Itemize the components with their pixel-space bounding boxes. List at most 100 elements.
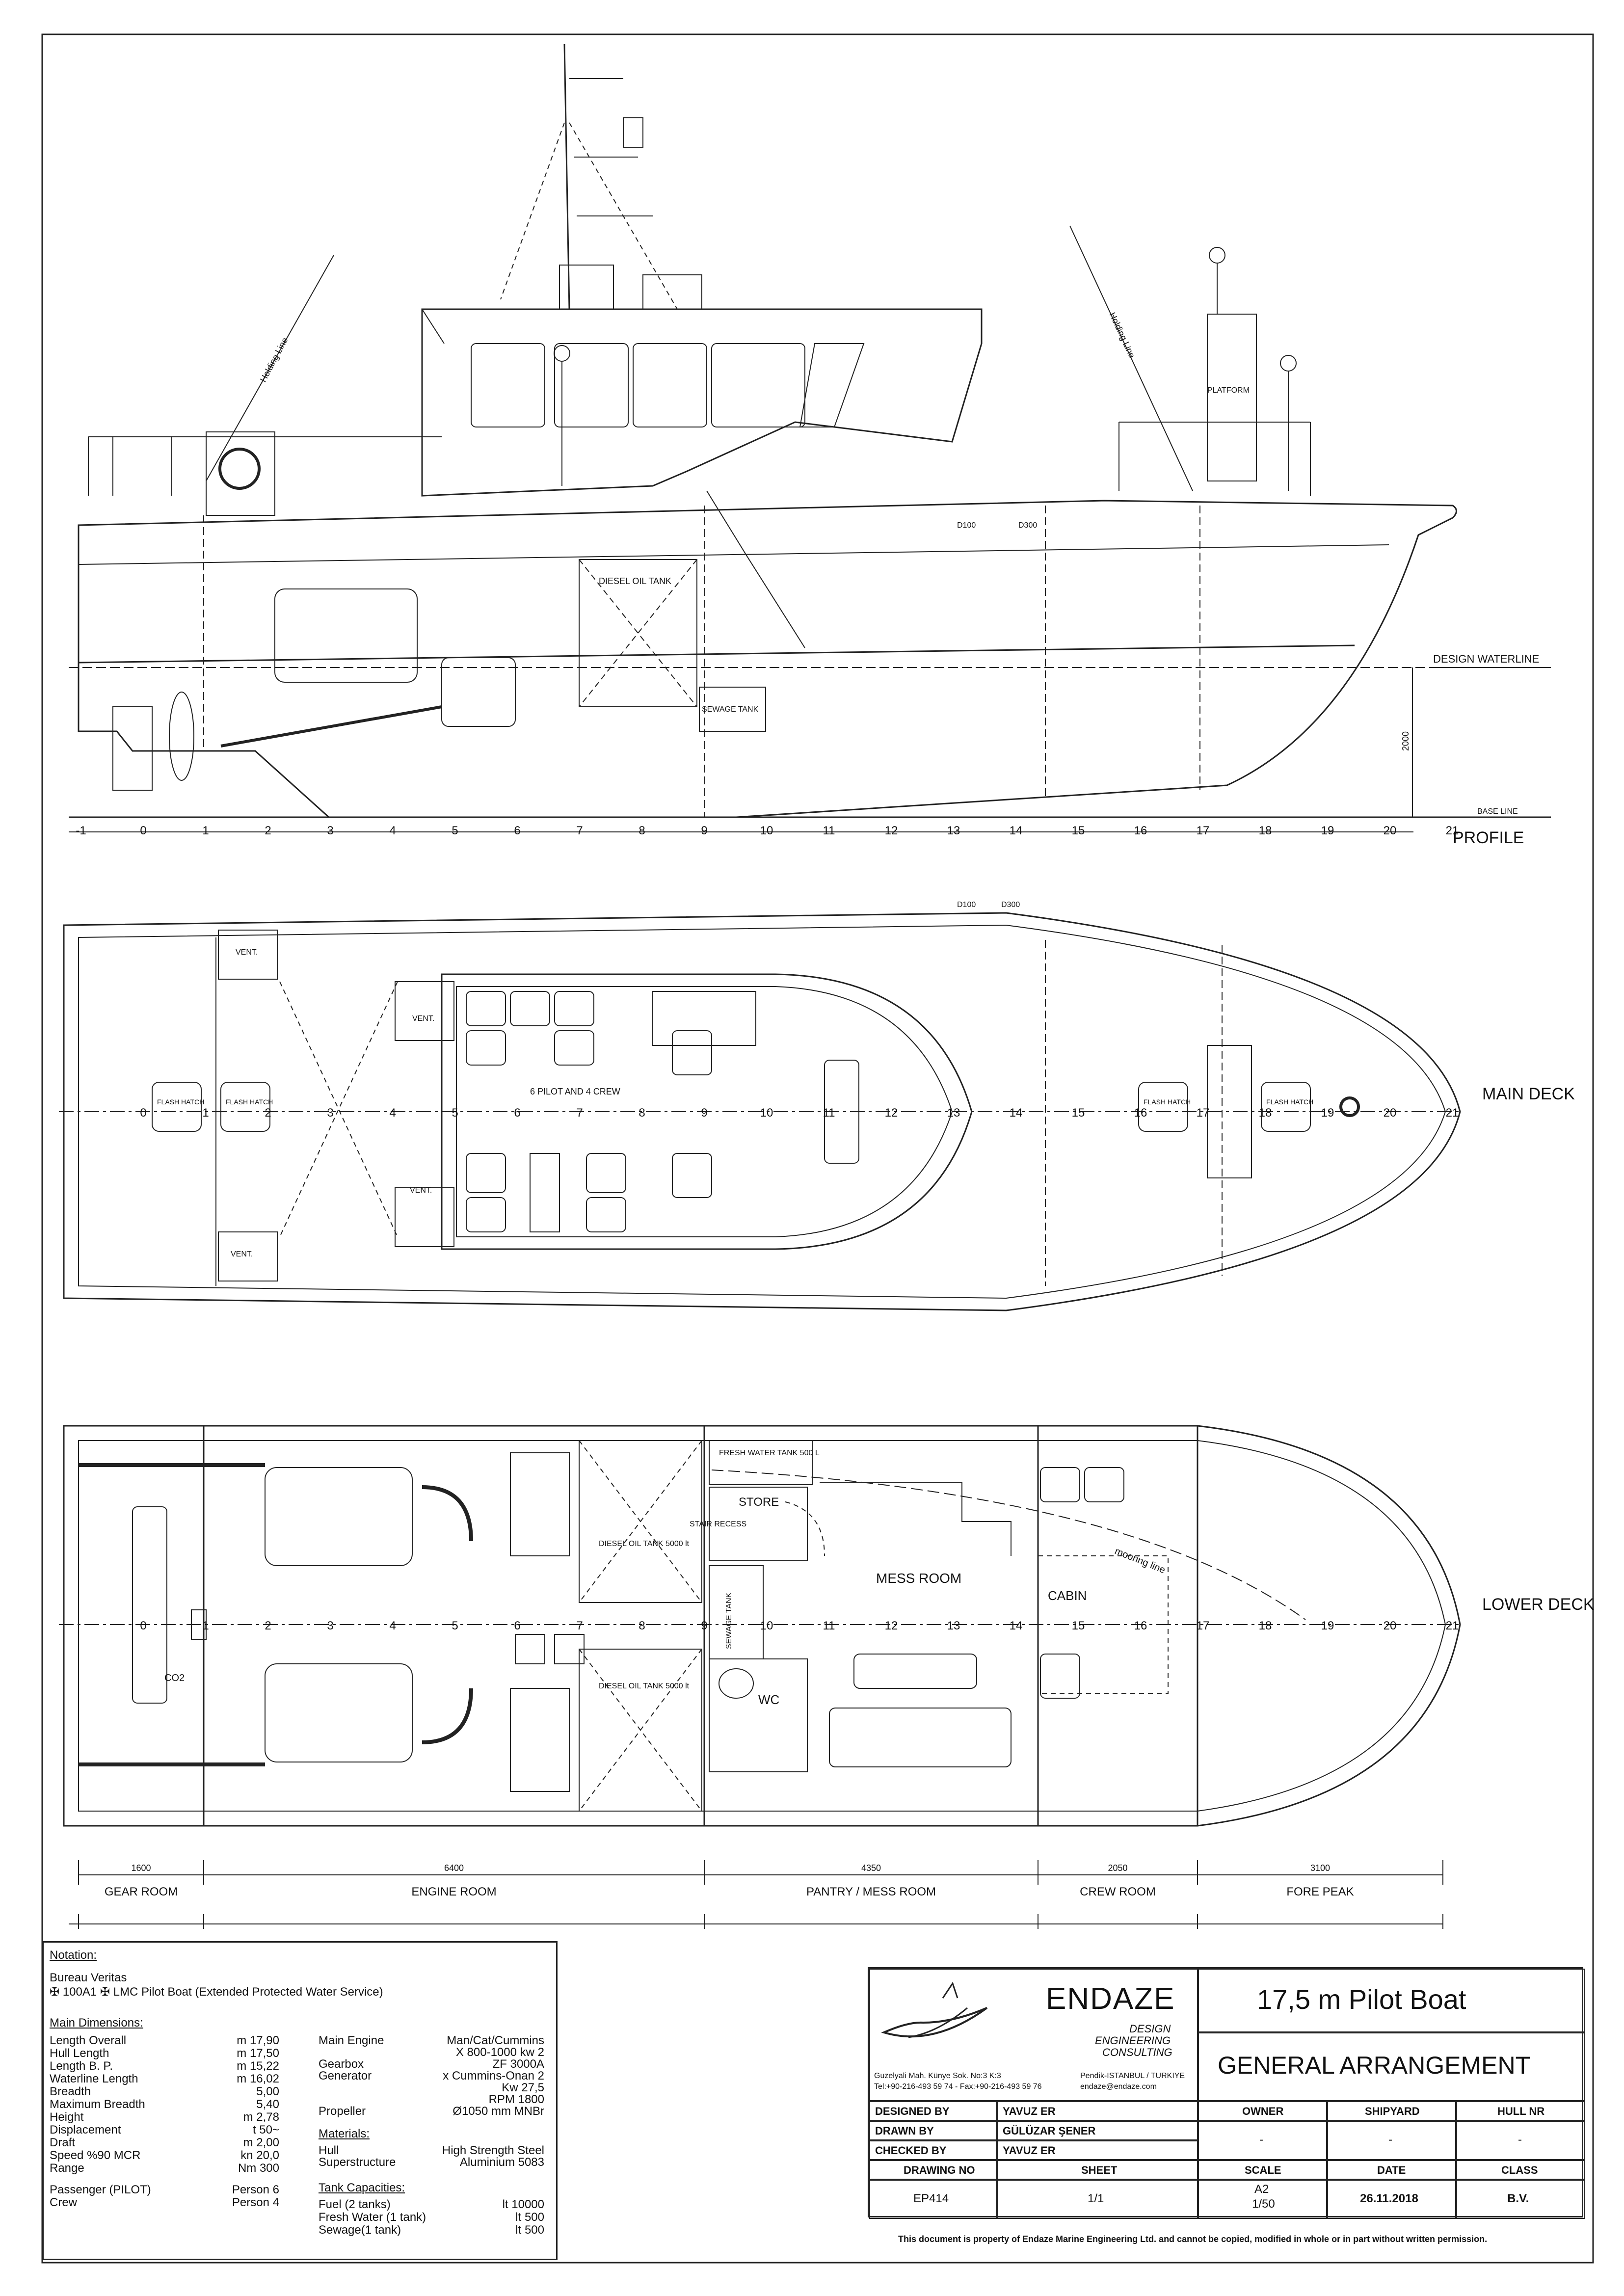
- frame-number: 9: [701, 1106, 707, 1120]
- frame-number: 15: [1072, 1619, 1085, 1632]
- drawing-no-value: EP414: [913, 2192, 949, 2205]
- owner-label: OWNER: [1242, 2105, 1284, 2117]
- disclaimer-text: This document is property of Endaze Mari…: [898, 2234, 1488, 2244]
- pilot-platform: [1207, 314, 1257, 481]
- frame-number: 14: [1010, 1106, 1023, 1120]
- co2-label: CO2: [164, 1673, 185, 1683]
- frame-number: 17: [1197, 1619, 1210, 1632]
- anchor-fitting: [1339, 1096, 1360, 1117]
- profile-generator: [441, 657, 516, 727]
- notation-panel: Notation: Bureau Veritas ✠ 100A1 ✠ LMC P…: [42, 1941, 558, 2260]
- main-d300-label: D300: [1001, 901, 1020, 909]
- main-deck-wheelhouse-inner: [456, 986, 953, 1237]
- compartment-length: 1600: [131, 1863, 151, 1873]
- wheelhouse-window-1: [471, 343, 545, 427]
- spec-label: Propeller: [319, 2105, 366, 2118]
- toilet: [719, 1668, 754, 1699]
- frame-number: 21: [1446, 824, 1459, 837]
- title-block: ENDAZE DESIGN ENGINEERING CONSULTING Guz…: [868, 1967, 1585, 2219]
- wc-label: WC: [758, 1692, 779, 1707]
- checked-by-value: YAVUZ ER: [1003, 2144, 1056, 2157]
- frame-number: 2: [265, 824, 271, 837]
- profile-diesel-tank: [579, 559, 697, 707]
- drawing-no-label: DRAWING NO: [904, 2164, 975, 2176]
- main-dimensions-heading: Main Dimensions:: [50, 2016, 143, 2029]
- frame-number: 7: [576, 1106, 583, 1120]
- mast-stay-fwd: [569, 122, 678, 310]
- scale-label: SCALE: [1245, 2164, 1281, 2176]
- spiral-stair: [785, 1501, 825, 1556]
- frame-number: 3: [327, 824, 333, 837]
- frame-number: 19: [1321, 1619, 1334, 1632]
- vent-label-2: VENT.: [231, 1250, 253, 1258]
- holding-line-aft: [206, 255, 334, 481]
- frame-number: 1: [202, 824, 209, 837]
- company-email: endaze@endaze.com: [1080, 2082, 1157, 2091]
- frame-number: 6: [514, 824, 520, 837]
- crew-cabin: [1038, 1555, 1169, 1694]
- radar-dome: [623, 117, 643, 148]
- frame-number: 4: [389, 824, 396, 837]
- compartment-name: FORE PEAK: [1286, 1885, 1354, 1898]
- spec-label: Length Overall: [50, 2034, 127, 2047]
- spec-label: Range: [50, 2162, 84, 2175]
- frame-number: 11: [823, 824, 835, 837]
- frame-number: 6: [514, 1619, 520, 1632]
- frame-number: 12: [885, 824, 898, 837]
- flash-hatch-1[interactable]: [152, 1082, 202, 1132]
- draft-dimension-label: 2000: [1401, 731, 1411, 751]
- profile-stairs: [706, 490, 805, 648]
- frame-number: 16: [1134, 1619, 1147, 1632]
- vent-label-3: VENT.: [412, 1015, 434, 1023]
- frame-number: 17: [1197, 824, 1210, 837]
- frame-number: 3: [327, 1106, 333, 1120]
- flash-hatch-label-2: FLASH HATCH: [226, 1098, 273, 1106]
- wheelhouse-window-4: [711, 343, 805, 427]
- frame-number: 10: [760, 824, 773, 837]
- flash-hatch-4[interactable]: [1261, 1082, 1311, 1132]
- wheelhouse-window-3: [633, 343, 707, 427]
- shipyard-label: SHIPYARD: [1365, 2105, 1420, 2117]
- class-notation: ✠ 100A1 ✠ LMC Pilot Boat (Extended Prote…: [50, 1985, 383, 1999]
- stair-recess-label: STAIR RECESS: [690, 1520, 746, 1528]
- cabin-label: CABIN: [1048, 1588, 1087, 1603]
- mast-stay: [500, 122, 565, 300]
- frame-number: 12: [885, 1619, 898, 1632]
- vent-label-1: VENT.: [236, 948, 258, 957]
- port-main-engine: [265, 1467, 413, 1566]
- fresh-water-tank: [709, 1440, 813, 1485]
- main-deck-wheelhouse: [441, 973, 973, 1250]
- wheelhouse-roof-line: [422, 309, 445, 344]
- main-deck-outline: [63, 912, 1461, 1311]
- lower-deck-view-title: LOWER DECK: [1482, 1595, 1595, 1614]
- base-line-label: BASE LINE: [1477, 807, 1518, 816]
- frame-number: 15: [1072, 1106, 1085, 1120]
- profile-sewage-tank-label: SEWAGE TANK: [702, 705, 759, 714]
- frame-number: 18: [1259, 1106, 1272, 1120]
- frame-number: 5: [452, 1619, 458, 1632]
- diesel-tank-stbd: [579, 1649, 702, 1812]
- wheelhouse: [421, 308, 983, 497]
- drawing-title-cell: [1198, 2032, 1585, 2101]
- spec-label: Sewage(1 tank): [319, 2223, 401, 2237]
- drawing-title: GENERAL ARRANGEMENT: [1218, 2052, 1531, 2079]
- project-title-cell: [1198, 1969, 1585, 2032]
- frame-number: 17: [1197, 1106, 1210, 1120]
- wheelhouse-window-2: [554, 343, 629, 427]
- searchlight-base: [642, 274, 702, 310]
- deck-sheer-line: [78, 544, 1389, 565]
- frame-number: 20: [1384, 1619, 1397, 1632]
- wheelhouse-window-5: [799, 343, 865, 427]
- forward-rail: [1118, 422, 1311, 496]
- spec-label: Fuel (2 tanks): [319, 2198, 391, 2211]
- frame-number: 2: [265, 1619, 271, 1632]
- compartment-name: PANTRY / MESS ROOM: [806, 1885, 936, 1898]
- company-sub-consulting: CONSULTING: [1102, 2046, 1172, 2058]
- drawn-by-value: GÜLÜZAR ŞENER: [1003, 2125, 1096, 2137]
- materials-heading: Materials:: [319, 2127, 370, 2140]
- company-sub-design: DESIGN: [1129, 2023, 1171, 2035]
- flash-hatch-2[interactable]: [220, 1082, 270, 1132]
- flash-hatch-3[interactable]: [1138, 1082, 1188, 1132]
- mess-sofa: [829, 1708, 1012, 1767]
